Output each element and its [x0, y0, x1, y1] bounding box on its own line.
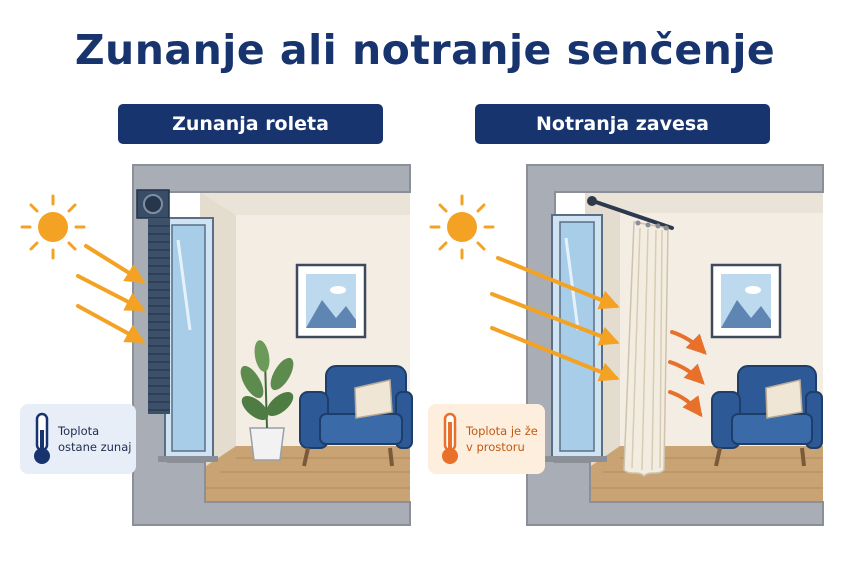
curtain-rod [588, 198, 674, 230]
picture-frame-icon [710, 263, 782, 339]
heat-arrow [670, 330, 707, 355]
armchair-icon [299, 365, 413, 467]
label-internal-curtain: Notranja zavesa [475, 104, 770, 144]
sun-ray-arrow [76, 304, 146, 343]
label-internal-curtain-text: Notranja zavesa [536, 113, 709, 135]
sun-ray-arrow [490, 326, 620, 382]
right-ceiling [555, 192, 823, 213]
sun-icon [20, 194, 86, 260]
note-heat-outside: Toplota ostane zunaj [20, 404, 136, 474]
thermometer-icon [442, 412, 458, 464]
plant-icon [240, 340, 294, 461]
right-floor [585, 446, 823, 502]
thermometer-icon [34, 412, 50, 464]
sun-ray-arrow [84, 244, 146, 284]
picture-frame-icon [295, 263, 367, 339]
label-external-shutter: Zunanja roleta [118, 104, 383, 144]
heat-arrow [668, 360, 705, 385]
left-ceiling [168, 192, 410, 215]
right-room [526, 164, 824, 526]
page-title: Zunanje ali notranje senčenje [74, 26, 776, 74]
heat-arrow [668, 390, 703, 418]
shutter-roll-icon [143, 194, 163, 214]
roller-shutter-icon [148, 218, 170, 414]
sun-ray-arrow [490, 292, 620, 346]
note-heat-inside-text: Toplota je že v prostoru [466, 424, 538, 454]
curtain-icon [623, 220, 669, 478]
left-room [132, 164, 413, 526]
note-heat-outside-text: Toplota ostane zunaj [58, 424, 132, 454]
sun-icon [429, 194, 495, 260]
armchair-icon [711, 365, 823, 467]
sun-ray-arrow [76, 274, 146, 311]
note-heat-inside: Toplota je že v prostoru [428, 404, 545, 474]
label-external-shutter-text: Zunanja roleta [172, 113, 329, 135]
sun-ray-arrow [496, 256, 620, 310]
